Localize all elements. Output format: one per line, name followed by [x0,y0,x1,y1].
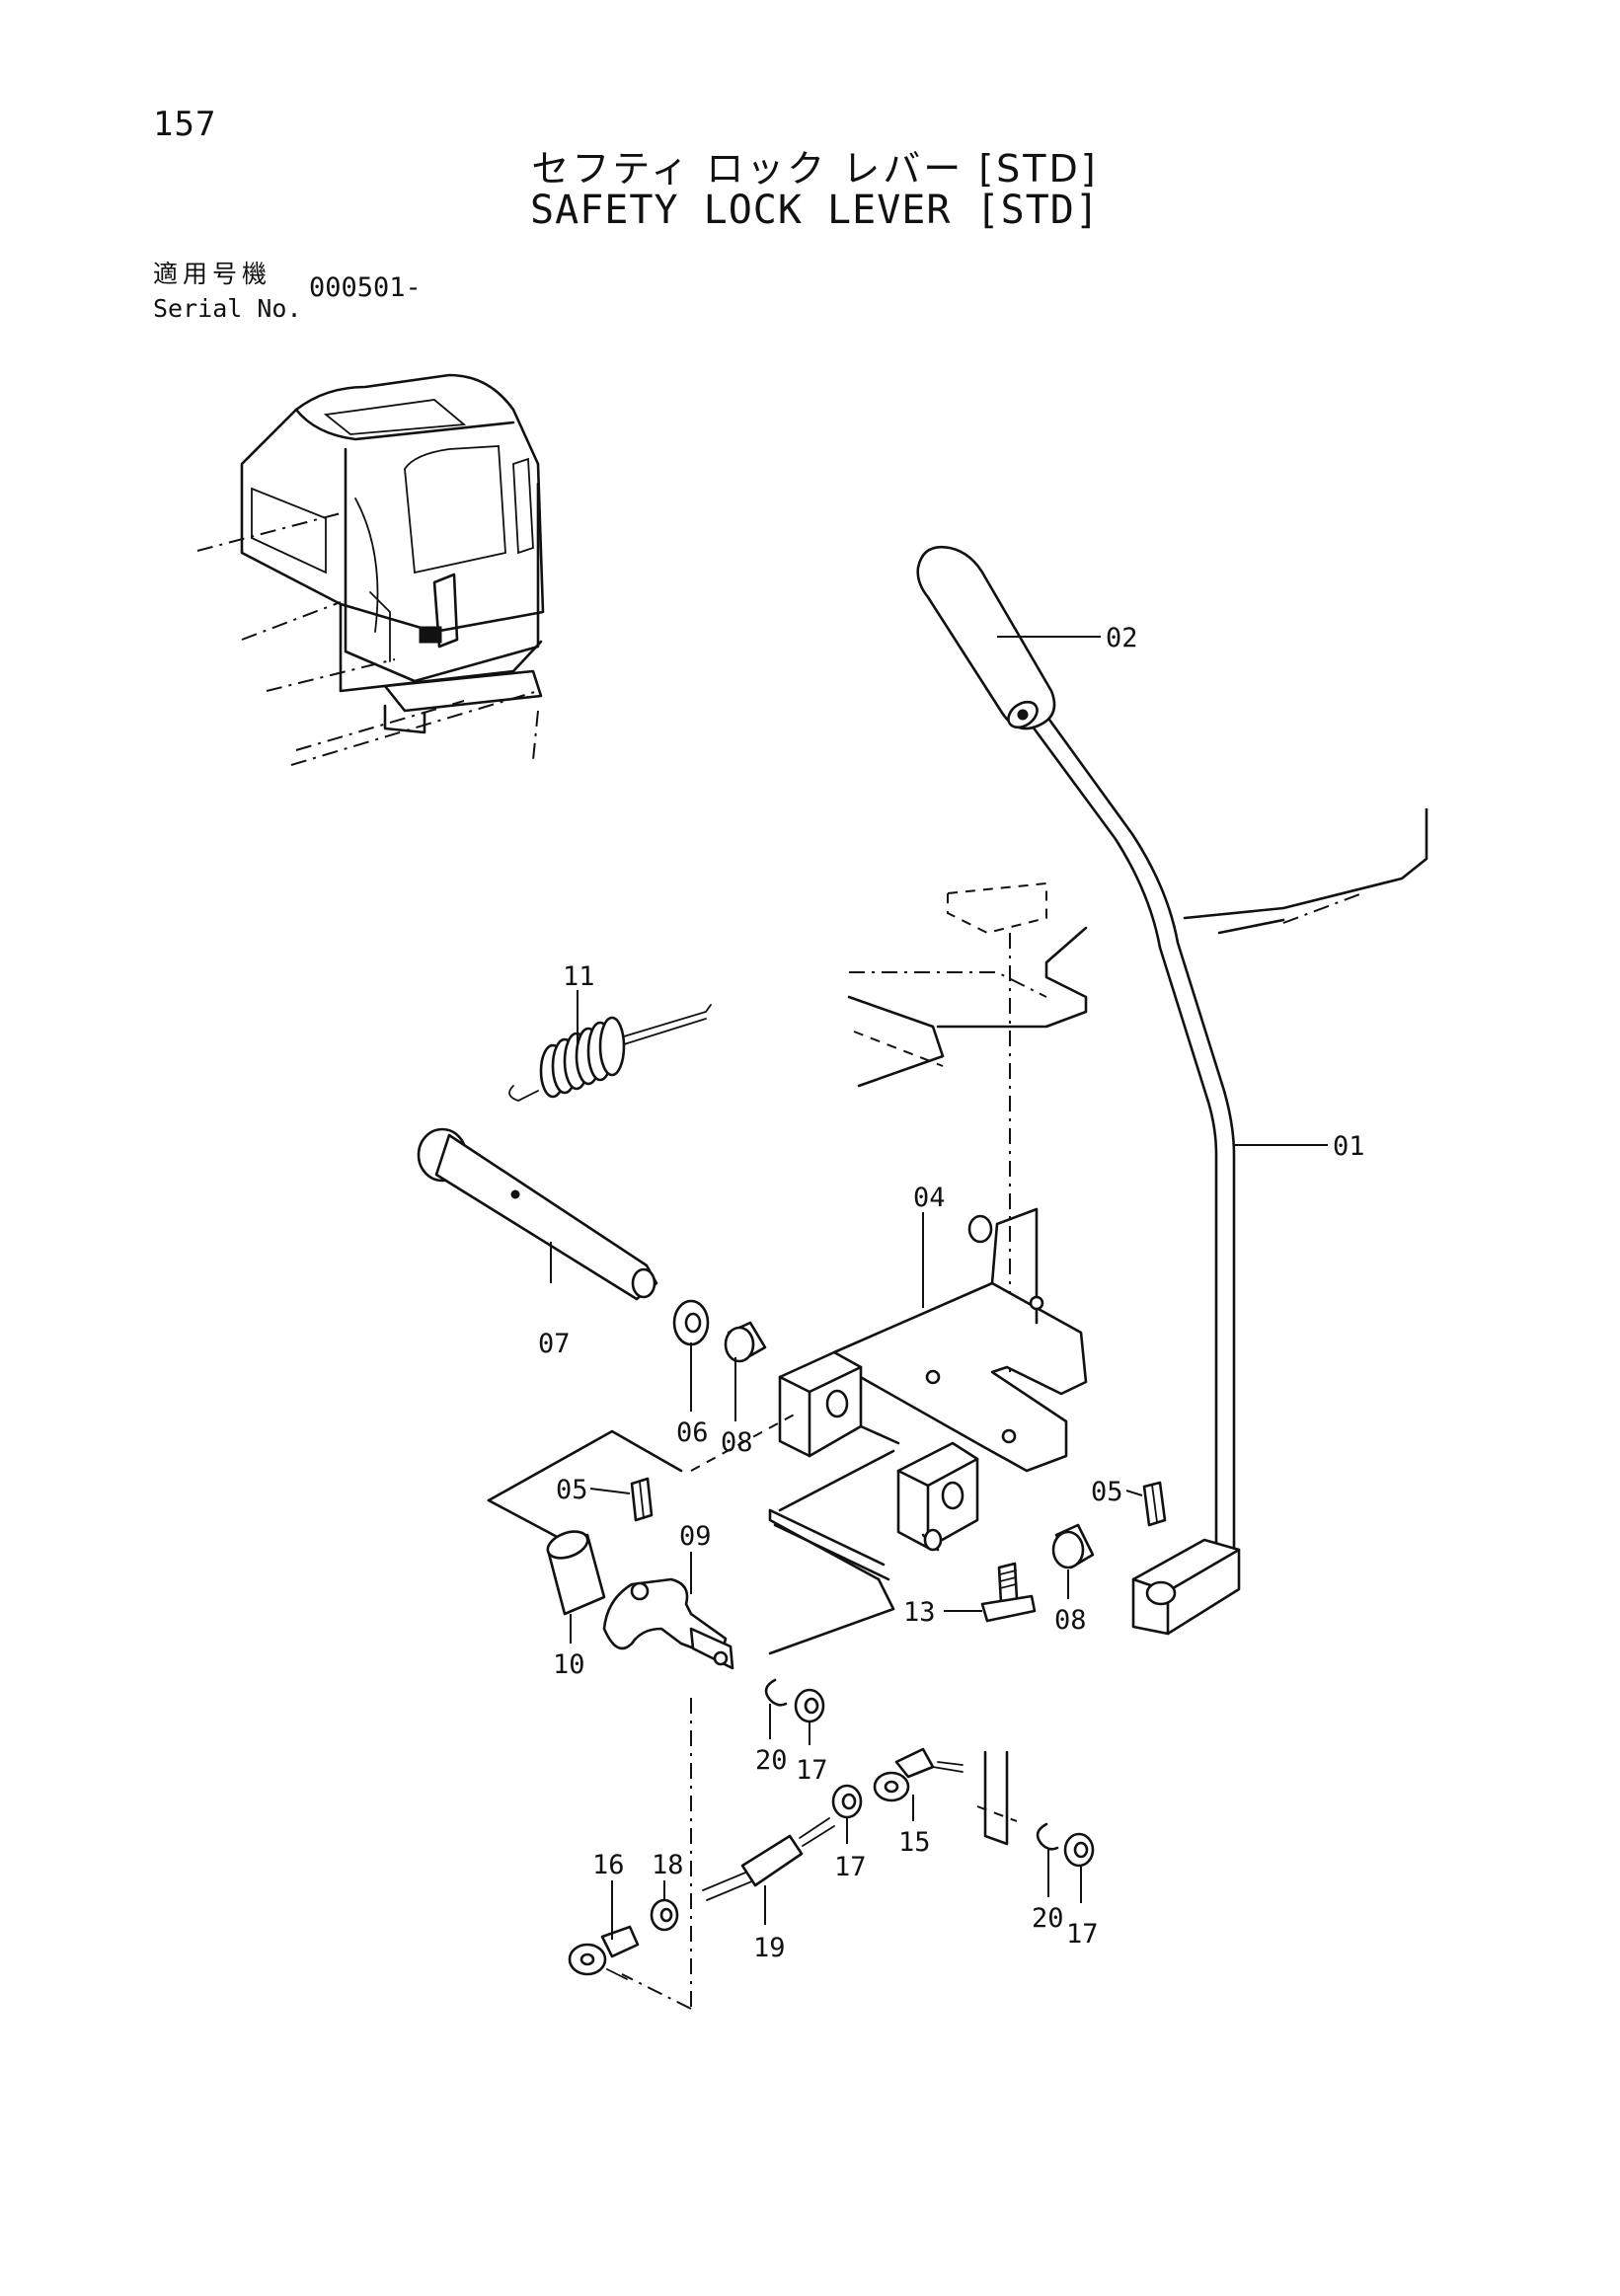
part-06-washer [672,1299,710,1346]
callout-17-lower: 17 [1066,1919,1099,1950]
part-18-nut [650,1898,679,1932]
part-01-lever-shaft [1025,707,1241,1636]
callout-08-right: 08 [1054,1605,1087,1636]
callout-labels: 02 01 04 11 07 05 05 06 08 08 09 10 13 2… [538,623,1365,1963]
callout-10: 10 [553,1649,585,1680]
callout-06: 06 [676,1417,709,1448]
part-11-spring [508,1004,712,1102]
callout-02: 02 [1106,623,1138,653]
part-05-spring-pin-right [1142,1481,1167,1527]
callout-07: 07 [538,1329,571,1359]
callout-16: 16 [592,1850,625,1880]
callout-15: 15 [898,1827,931,1858]
part-19-turnbuckle [702,1817,835,1901]
page-number: 157 [153,105,217,144]
callout-13: 13 [903,1597,936,1628]
part-08-bushing-left [724,1321,767,1363]
serial-label-english: Serial No. [153,294,302,323]
part-09-lever-arm [602,1577,734,1670]
serial-label-japanese: 適用号機 [153,260,272,288]
frame-outline-lines [847,807,1428,1372]
part-08-bushing-right [1051,1523,1095,1569]
part-17-nut-lower [1063,1832,1095,1868]
leader-lines [550,636,1328,1940]
title-japanese: セフティ ロック レバー [STD] [531,147,1099,191]
callout-08-left: 08 [721,1427,753,1458]
callout-05-left: 05 [556,1475,588,1505]
part-10-collar [546,1530,606,1616]
part-17-nut-upper [794,1688,825,1723]
part-13-bolt [980,1562,1037,1623]
callout-18: 18 [652,1850,684,1880]
part-17-nut-middle [831,1784,863,1819]
part-04-bracket [778,1207,1088,1552]
callout-20-upper: 20 [755,1745,788,1776]
part-20-clip-upper [764,1678,788,1707]
callout-04: 04 [913,1183,946,1213]
callout-05-right: 05 [1091,1477,1123,1507]
callout-19: 19 [753,1933,786,1963]
callout-09: 09 [679,1521,712,1552]
callout-17-middle: 17 [834,1852,867,1882]
callout-20-lower: 20 [1032,1903,1064,1934]
serial-number-value: 000501- [309,272,422,303]
part-15-ball-joint [873,1747,1018,1846]
assembly-outline-lines [487,1411,895,2010]
callout-01: 01 [1333,1131,1365,1162]
part-16-ball-joint [568,1925,640,1980]
machine-overview-drawing [196,373,545,766]
part-20-clip-lower [1036,1822,1059,1851]
callout-11: 11 [563,961,595,992]
callout-17-upper: 17 [796,1755,828,1786]
title-english: SAFETY LOCK LEVER [STD] [530,188,1100,233]
part-07-pin [417,1127,658,1301]
part-05-spring-pin-left [630,1477,654,1522]
part-02-grip [916,545,1056,730]
